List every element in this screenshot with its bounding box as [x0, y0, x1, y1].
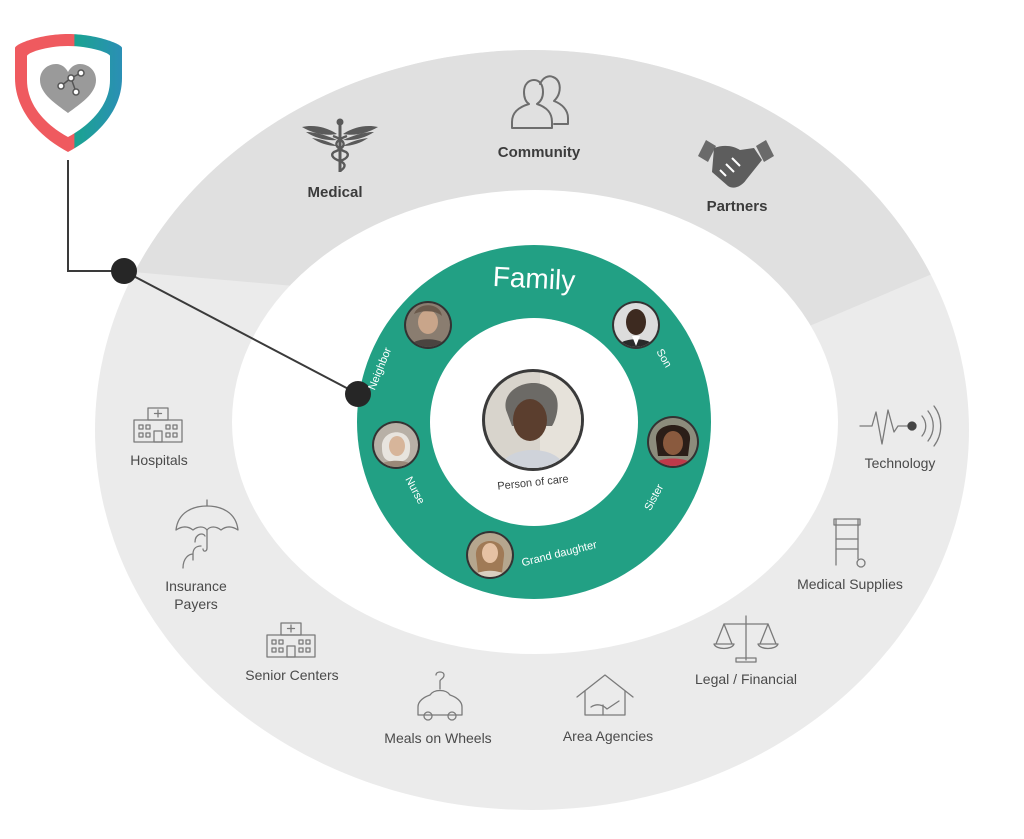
insurance-label: Insurance — [165, 578, 227, 594]
house-hands-icon — [576, 674, 634, 716]
outer-ring-top-band — [95, 50, 969, 330]
shield-logo — [15, 34, 122, 152]
partners-label: Partners — [707, 198, 768, 215]
walker-icon — [833, 518, 866, 568]
connector-dot-outer — [111, 258, 137, 284]
avatar — [404, 301, 452, 349]
umbrella-person-icon — [175, 499, 239, 569]
scales-icon — [713, 615, 779, 663]
handshake-icon — [698, 140, 774, 188]
medical-label: Medical — [307, 184, 362, 201]
caduceus-icon — [302, 118, 378, 173]
connector-dot-inner — [345, 381, 371, 407]
family-title: Family — [492, 261, 576, 296]
signal-icon — [859, 405, 942, 447]
technology-label: Technology — [865, 455, 936, 471]
avatar — [482, 369, 584, 471]
payers-label: Payers — [174, 596, 218, 612]
avatar — [466, 531, 514, 579]
building-icon — [266, 622, 316, 658]
car-icon — [417, 671, 463, 721]
avatar — [372, 421, 420, 469]
people-icon — [511, 75, 569, 129]
meals-on-wheels-label: Meals on Wheels — [384, 730, 491, 746]
connector-line — [67, 160, 359, 395]
avatar — [612, 301, 660, 349]
senior-centers-label: Senior Centers — [245, 667, 338, 683]
hospitals-label: Hospitals — [130, 452, 188, 468]
avatar — [647, 416, 699, 468]
community-label: Community — [498, 144, 581, 161]
legal-financial-label: Legal / Financial — [695, 671, 797, 687]
area-agencies-label: Area Agencies — [563, 728, 653, 744]
hospital-icon — [133, 407, 183, 443]
medical-supplies-label: Medical Supplies — [797, 576, 903, 592]
